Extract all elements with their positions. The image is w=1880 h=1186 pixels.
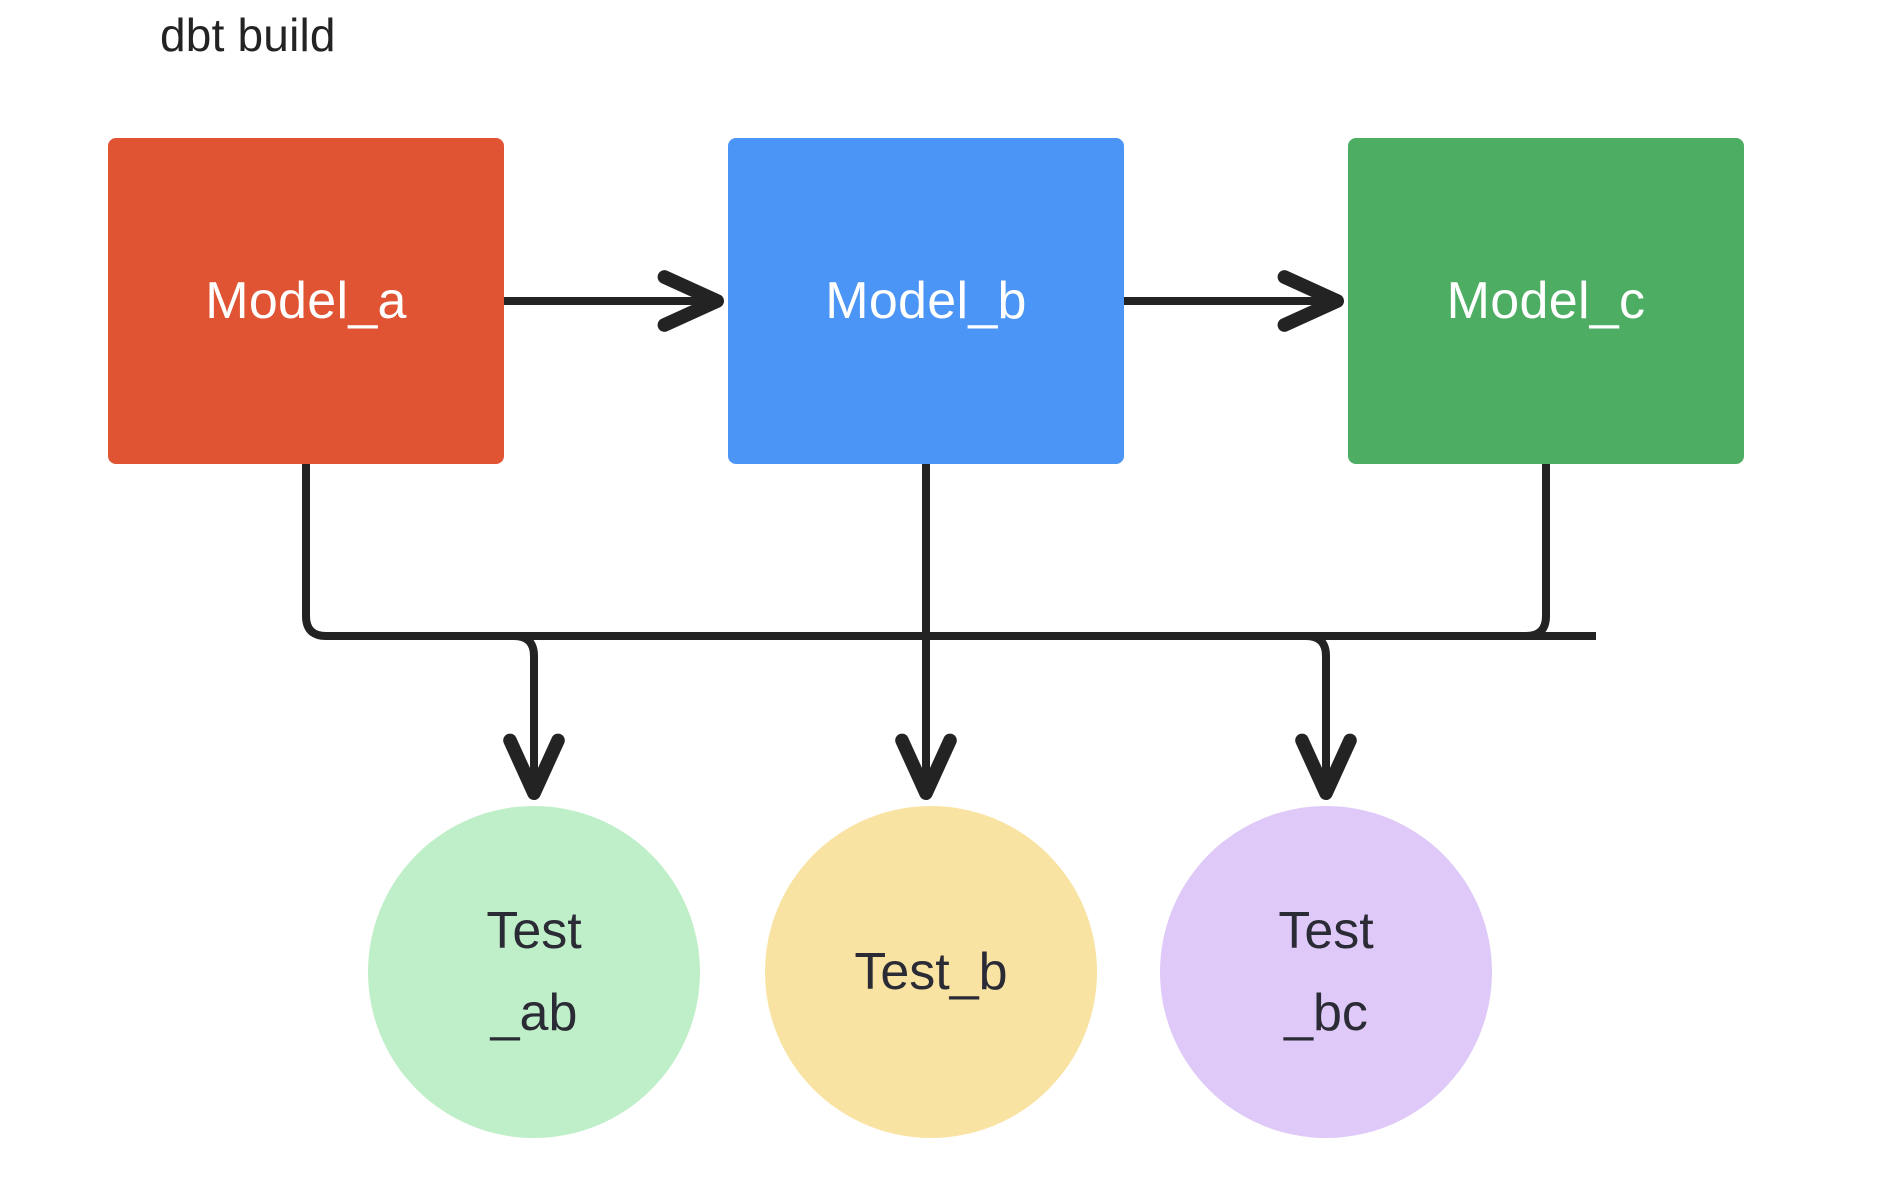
edge-bus-to-test-bc (1295, 632, 1357, 801)
edge-model-a-to-bus (302, 464, 1596, 640)
node-test-b-label-line1: Test_b (854, 942, 1008, 1001)
node-model-c[interactable]: Model_c (1348, 138, 1744, 464)
node-test-b[interactable]: Test_b (765, 806, 1097, 1138)
node-model-b-label: Model_b (825, 272, 1027, 330)
node-test-bc-label-line1: Test (1278, 901, 1374, 960)
node-test-ab-label-line2: _ab (490, 984, 578, 1042)
node-test-bc-label-line2: _bc (1284, 984, 1368, 1042)
node-model-a[interactable]: Model_a (108, 138, 504, 464)
node-model-a-label: Model_a (205, 272, 407, 330)
node-model-b[interactable]: Model_b (728, 138, 1124, 464)
node-model-c-label: Model_c (1446, 272, 1646, 330)
edge-bus-to-test-ab (503, 632, 565, 801)
node-test-ab-label-line1: Test (486, 901, 582, 960)
node-test-bc[interactable]: Test _bc (1160, 806, 1492, 1138)
edge-model-c-to-bus (326, 464, 1550, 640)
diagram-title: dbt build (160, 9, 336, 61)
node-test-ab[interactable]: Test _ab (368, 806, 700, 1138)
